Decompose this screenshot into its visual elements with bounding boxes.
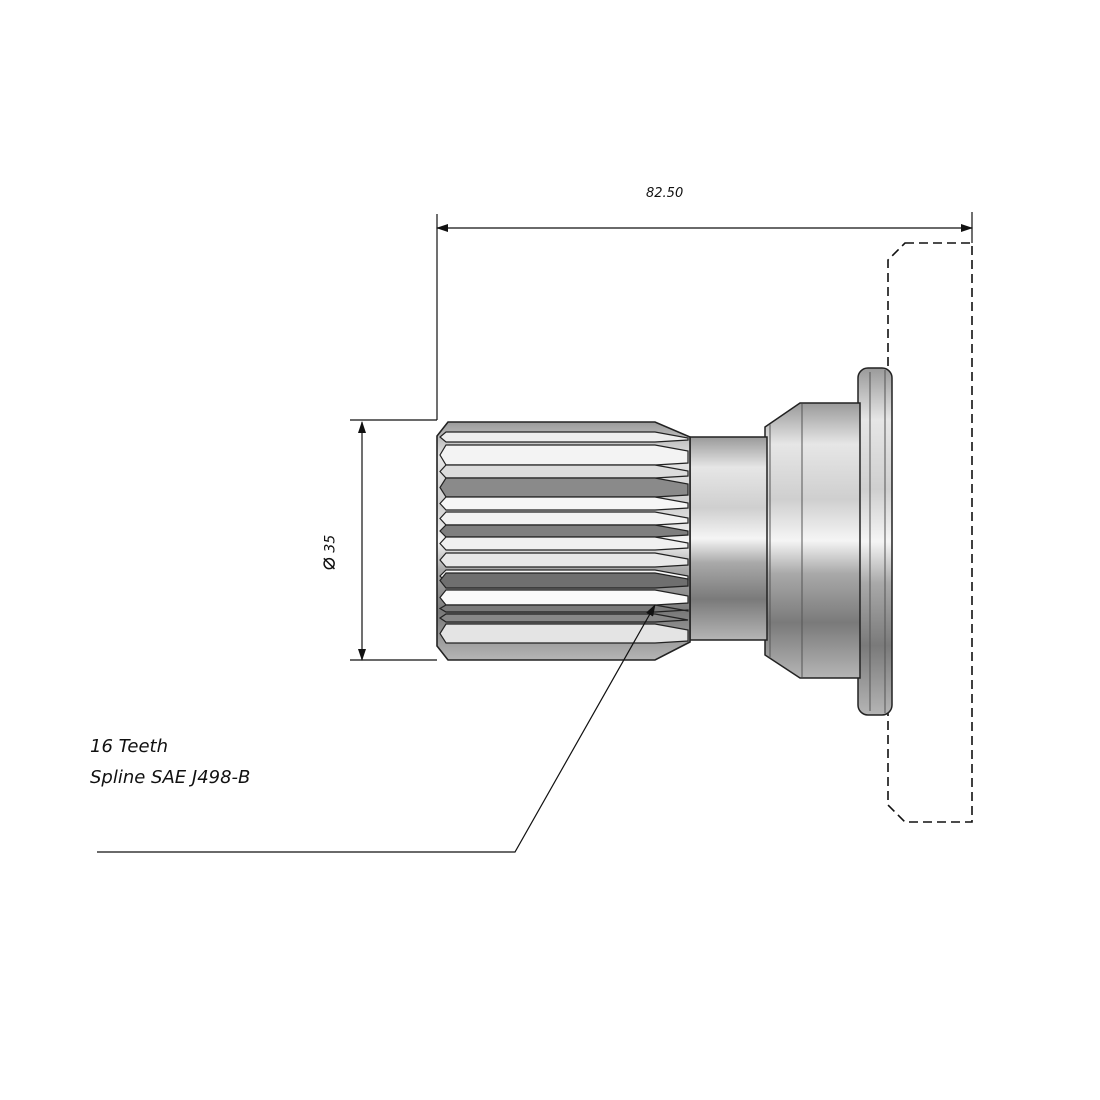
spline-tooth (439, 511, 689, 526)
mating-flange-outline (887, 242, 973, 823)
callout-spline-standard: Spline SAE J498-B (90, 767, 251, 788)
length-dimension-label: 82.50 (646, 186, 684, 201)
collar (764, 402, 861, 679)
diameter-value: 35 (322, 534, 339, 553)
spline-tooth (439, 536, 689, 551)
callout-teeth-count: 16 Teeth (90, 736, 169, 757)
spline-tooth (439, 431, 689, 443)
spline-tooth (439, 464, 689, 479)
spline-tooth (439, 496, 689, 511)
spline-tooth (439, 552, 689, 568)
spline-tooth (439, 589, 689, 606)
callout-leader (97, 604, 656, 853)
spline-tooth (438, 613, 689, 623)
spline-teeth (438, 431, 689, 644)
spline-tooth (438, 604, 689, 613)
spline-tooth (439, 524, 689, 538)
spline-tooth (439, 623, 689, 644)
shaft-neck (689, 436, 768, 641)
diameter-dimension-label: ⌀ 35 (315, 535, 340, 571)
spline-tooth (439, 444, 689, 466)
diameter-symbol: ⌀ (315, 557, 341, 571)
flange (857, 367, 893, 716)
spline-tooth (439, 477, 689, 498)
spline-tooth (439, 572, 689, 589)
